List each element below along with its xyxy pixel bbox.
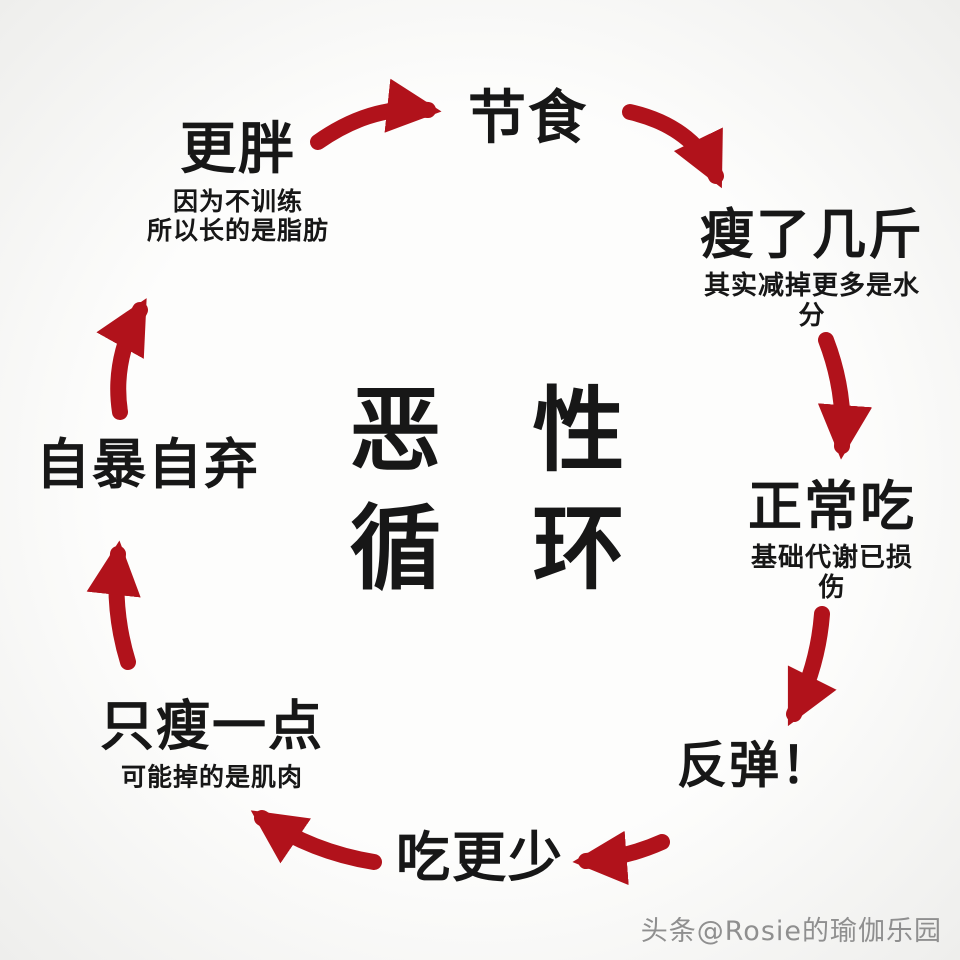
node-fantan: 反弹！ [677,737,833,795]
arrow-zhengchangchi-to-fantan-icon [786,606,837,727]
center-title-line2: 循 环 [349,495,654,602]
node-zhishouyidian-label: 只瘦一点 [100,694,324,758]
watermark: 头条@Rosie的瑜伽乐园 [640,916,942,947]
arrow-zhishouyidian-to-zibaoziqi-icon [86,540,141,670]
node-zhishouyidian: 只瘦一点 可能掉的是肌肉 [100,694,324,793]
node-chigengshao-label: 吃更少 [396,825,564,889]
node-zhengchangchi-subtitle: 基础代谢已损伤 [750,543,913,604]
arrow-jieshi-to-shoulejijin-icon [622,104,724,189]
center-title: 恶 性 循 环 [320,372,654,608]
node-gengpang-subtitle: 因为不训练 所以长的是脂肪 [146,187,330,246]
node-gengpang: 更胖 因为不训练 所以长的是脂肪 [146,117,330,246]
node-shoulejijin: 瘦了几斤 其实减掉更多是水分 [700,203,924,332]
arrow-fantan-to-chigengshao-icon [572,830,670,886]
arrow-gengpang-to-jieshi-icon [310,78,442,150]
node-jieshi-label: 节食 [467,83,589,152]
node-zhengchangchi-label: 正常吃 [748,475,916,539]
center-title-line1: 恶 性 [349,377,654,485]
arrow-zibaoziqi-to-gengpang-icon [96,298,148,420]
node-shoulejijin-label: 瘦了几斤 [700,203,924,267]
node-zhishouyidian-subtitle: 可能掉的是肌肉 [120,762,303,792]
node-jieshi: 节食 [467,83,589,152]
node-fantan-label: 反弹！ [677,736,833,795]
node-gengpang-label: 更胖 [179,117,296,183]
node-zibaoziqi-label: 自暴自弃 [36,432,260,496]
arrow-shoulejijin-to-zhengchangchi-icon [817,332,873,460]
node-zibaoziqi: 自暴自弃 [36,432,260,496]
arrow-chigengshao-to-zhishouyidian-icon [250,810,382,870]
node-chigengshao: 吃更少 [396,825,564,889]
node-zhengchangchi: 正常吃 基础代谢已损伤 [748,475,916,604]
node-shoulejijin-subtitle: 其实减掉更多是水分 [703,271,920,332]
